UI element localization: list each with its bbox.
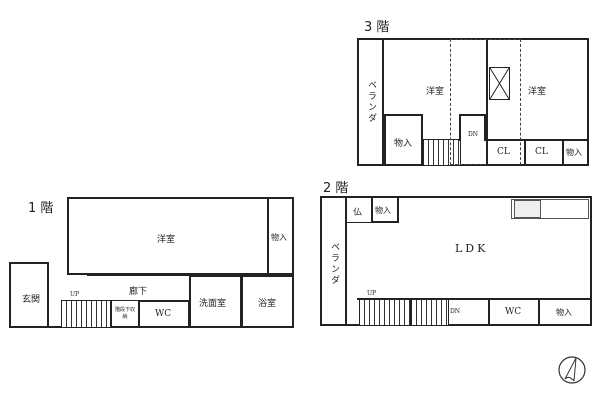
f3-cl-1-label: CL bbox=[497, 147, 510, 157]
f1-washroom-label: 洗面室 bbox=[199, 299, 227, 309]
north-arrow-icon bbox=[557, 355, 587, 385]
f3-dashed-area bbox=[450, 39, 521, 165]
f1-storage-label: 物入 bbox=[271, 233, 287, 242]
f2-storage-2-label: 物入 bbox=[556, 308, 572, 317]
floor-3-title: 3 階 bbox=[364, 20, 390, 35]
f3-storage-2-label: 物入 bbox=[566, 148, 582, 157]
f1-stairs bbox=[61, 300, 111, 328]
f2-dn-label: DN bbox=[450, 308, 461, 315]
f3-western-1-label: 洋室 bbox=[426, 87, 445, 97]
f1-bath-label: 浴室 bbox=[258, 299, 277, 309]
f2-veranda bbox=[320, 196, 347, 326]
f1-storage bbox=[267, 197, 294, 275]
f3-small-wall bbox=[459, 114, 486, 141]
f2-storage-1 bbox=[371, 196, 399, 223]
f3-western-2-label: 洋室 bbox=[528, 87, 547, 97]
f3-storage-1 bbox=[384, 114, 423, 166]
f1-hallway-wall bbox=[87, 274, 190, 276]
f1-under-stairs-label: 階段下収納 bbox=[114, 307, 135, 320]
f2-stairs-dn bbox=[411, 299, 449, 326]
f3-dn-label: DN bbox=[468, 131, 479, 138]
f3-cl-2-label: CL bbox=[535, 147, 548, 157]
f2-wc-label: WC bbox=[505, 307, 522, 317]
f3-western-room-1 bbox=[384, 38, 488, 142]
f3-storage-2 bbox=[562, 139, 589, 166]
f1-western-label: 洋室 bbox=[157, 235, 176, 245]
f1-entrance-label: 玄関 bbox=[22, 295, 41, 305]
f3-veranda-label: ベランダ bbox=[366, 80, 376, 124]
f1-hallway-label: 廊下 bbox=[129, 287, 148, 297]
f3-veranda bbox=[357, 38, 384, 166]
floor-1-title: 1 階 bbox=[28, 201, 54, 216]
f3-stairs bbox=[423, 139, 461, 166]
f1-entrance bbox=[9, 262, 49, 328]
f3-storage-1-label: 物入 bbox=[394, 139, 413, 149]
f2-up-label: UP bbox=[367, 290, 377, 297]
f2-stairs-up bbox=[359, 299, 411, 326]
f3-void-box bbox=[489, 67, 510, 100]
f2-lower-wall bbox=[357, 298, 592, 300]
f1-wc-label: WC bbox=[155, 309, 172, 319]
f2-kitchen-sink bbox=[514, 200, 541, 218]
f2-kitchen-counter bbox=[511, 199, 589, 219]
f1-up-label: UP bbox=[70, 291, 80, 298]
f2-storage-1-label: 物入 bbox=[375, 206, 391, 215]
floor-2-title: 2 階 bbox=[323, 181, 349, 196]
f2-veranda-label: ベランダ bbox=[329, 242, 339, 286]
f2-ldk-label: LDK bbox=[455, 242, 489, 255]
f1-bath bbox=[241, 275, 294, 328]
f2-altar-label: 仏 bbox=[353, 208, 363, 218]
f2-storage-2 bbox=[538, 298, 592, 326]
